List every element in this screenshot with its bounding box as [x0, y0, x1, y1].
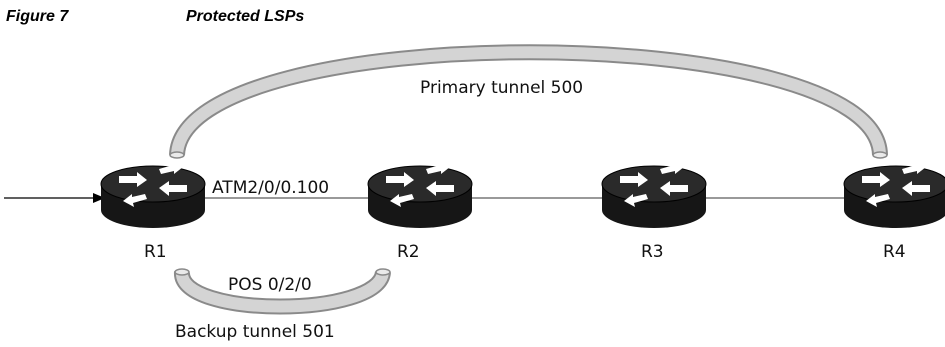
router-r4-icon [843, 160, 945, 229]
pos-interface-label: POS 0/2/0 [228, 275, 312, 295]
backup-tunnel-label: Backup tunnel 501 [175, 322, 335, 342]
primary-tunnel [169, 44, 888, 159]
atm-interface-label: ATM2/0/0.100 [212, 178, 329, 198]
router-r4-label: R4 [883, 242, 906, 262]
router-r2-icon [367, 160, 473, 229]
backup-tunnel [174, 268, 391, 315]
router-r3-icon [601, 160, 707, 229]
primary-tunnel-label: Primary tunnel 500 [420, 78, 583, 98]
figure-number: Figure 7 [6, 8, 69, 25]
router-r1-icon [100, 160, 206, 229]
router-r1-label: R1 [144, 242, 167, 262]
figure-title: Protected LSPs [186, 8, 305, 25]
router-r3-label: R3 [641, 242, 664, 262]
router-r2-label: R2 [397, 242, 420, 262]
